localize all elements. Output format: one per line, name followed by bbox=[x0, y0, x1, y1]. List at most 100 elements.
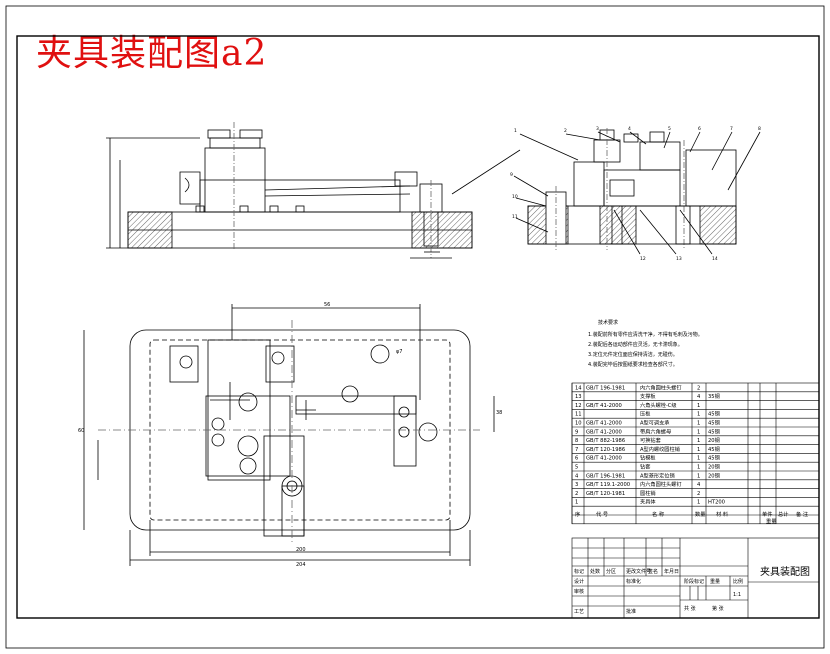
bom-cell-no: 12 bbox=[575, 403, 582, 409]
tb-mark: 标记 bbox=[574, 568, 584, 575]
bom-header-wt: 重量 bbox=[766, 517, 776, 525]
bom-cell-mat: 45钢 bbox=[708, 454, 720, 462]
bom-cell-qty: 1 bbox=[697, 465, 700, 471]
callout-11: 11 bbox=[512, 214, 518, 220]
bom-header-no: 序 bbox=[575, 510, 580, 518]
bom-cell-qty: 1 bbox=[697, 412, 700, 418]
callout-1: 1 bbox=[514, 128, 517, 134]
bom-cell-no: 4 bbox=[575, 473, 579, 479]
tb-count: 处数 bbox=[590, 568, 600, 575]
tb-sheet: 第 张 bbox=[712, 605, 724, 612]
bom-header-mat: 材 料 bbox=[716, 510, 728, 518]
callout-6: 6 bbox=[698, 126, 701, 132]
bom-cell-qty: 1 bbox=[697, 447, 700, 453]
bom-header-remark: 备 注 bbox=[796, 510, 808, 518]
bom-cell-no: 13 bbox=[575, 394, 582, 400]
bom-cell-std: GB/T 119.1-2000 bbox=[586, 482, 630, 488]
tb-date: 年月日 bbox=[664, 568, 679, 575]
bom-cell-mat: 20钢 bbox=[708, 471, 720, 479]
bom-cell-qty: 1 bbox=[697, 421, 700, 427]
bom-cell-no: 1 bbox=[575, 500, 578, 506]
outer-border bbox=[5, 5, 825, 649]
callout-5: 5 bbox=[668, 126, 671, 132]
tech-requirements: 技术要求 1.装配前所有零件应清洗干净，不得有毛刺及污物。 2.装配后各运动部件… bbox=[588, 319, 703, 368]
bom-cell-std: GB/T 882-1986 bbox=[586, 438, 625, 444]
bom-cell-no: 10 bbox=[575, 421, 582, 427]
bom-cell-name: A型内螺纹圆柱销 bbox=[640, 445, 680, 453]
bom-header-std: 代 号 bbox=[596, 510, 608, 518]
dim-hole: φ7 bbox=[396, 349, 402, 355]
dim-w1: 204 bbox=[296, 562, 306, 568]
inner-border bbox=[16, 35, 820, 619]
bom-cell-qty: 1 bbox=[697, 473, 700, 479]
bom-cell-std: GB/T 41-2000 bbox=[586, 456, 622, 462]
front-view bbox=[106, 122, 473, 259]
tech-line-4: 4.装配完毕后按图纸要求检查各部尺寸。 bbox=[588, 361, 678, 368]
bom-cell-qty: 1 bbox=[697, 403, 700, 409]
side-view bbox=[451, 128, 761, 255]
bom-cell-no: 9 bbox=[575, 429, 578, 435]
bom-cell-mat: 45钢 bbox=[708, 427, 720, 435]
callout-7: 7 bbox=[730, 126, 733, 132]
tech-line-2: 2.装配后各运动部件应灵活，无卡滞现象。 bbox=[588, 341, 683, 348]
callout-9: 9 bbox=[510, 172, 513, 178]
tb-stage: 阶段标记 bbox=[684, 578, 704, 585]
bom-cell-name: 内六角圆柱头螺钉 bbox=[640, 480, 682, 488]
bom-cell-std: GB/T 120-1986 bbox=[586, 447, 625, 453]
bom-cell-qty: 1 bbox=[697, 500, 700, 506]
bom-cell-name: 六角头螺栓-C级 bbox=[640, 401, 677, 409]
bom-cell-qty: 1 bbox=[697, 456, 700, 462]
dim-w2: 200 bbox=[296, 547, 306, 553]
callout-8: 8 bbox=[758, 126, 761, 132]
bom-cell-name: 带肩六角螺母 bbox=[640, 427, 671, 435]
bom-cell-name: 圆柱销 bbox=[640, 489, 656, 497]
drawing-title: 夹具装配图a2 bbox=[36, 33, 268, 74]
callout-12: 12 bbox=[640, 256, 646, 262]
bom-cell-mat: 45钢 bbox=[708, 410, 720, 418]
bom-cell-name: A型可调支承 bbox=[640, 419, 670, 427]
tb-zone: 分区 bbox=[606, 568, 616, 575]
top-view bbox=[83, 304, 495, 566]
callout-13: 13 bbox=[676, 256, 682, 262]
bom-cell-no: 6 bbox=[575, 456, 578, 462]
bom-cell-qty: 2 bbox=[697, 385, 700, 391]
bom-cell-qty: 1 bbox=[697, 438, 700, 444]
bom-cell-mat: 20钢 bbox=[708, 436, 720, 444]
bom-cell-no: 2 bbox=[575, 491, 578, 497]
bom-cell-std: GB/T 41-2000 bbox=[586, 429, 622, 435]
bom-cell-name: A型菱形定位销 bbox=[640, 471, 675, 479]
title-block-text: 夹具装配图 标记 处数 分区 更改文件号 签名 年月日 设计 标准化 阶段标记 … bbox=[574, 565, 810, 615]
bom-cell-no: 7 bbox=[575, 447, 578, 453]
dim-top: 56 bbox=[324, 302, 330, 308]
tb-scale: 比例 bbox=[733, 578, 743, 585]
bom-cell-qty: 4 bbox=[697, 482, 701, 488]
bom-cell-name: 内六角圆柱头螺钉 bbox=[640, 383, 682, 391]
bom-cell-std: GB/T 41-2000 bbox=[586, 403, 622, 409]
callout-2: 2 bbox=[564, 128, 567, 134]
bom-cell-mat: 35钢 bbox=[708, 392, 720, 400]
bom-cell-std: GB/T 196-1981 bbox=[586, 473, 625, 479]
bom-cell-name: 钻模板 bbox=[640, 454, 656, 462]
bom-cell-std: GB/T 41-2000 bbox=[586, 421, 622, 427]
bom-cell-mat: 20钢 bbox=[708, 463, 720, 471]
callout-10: 10 bbox=[512, 194, 518, 200]
tb-weight: 重量 bbox=[710, 578, 720, 585]
drawing-name: 夹具装配图 bbox=[760, 565, 810, 578]
tech-line-1: 1.装配前所有零件应清洗干净，不得有毛刺及污物。 bbox=[588, 331, 703, 338]
bom-cell-qty: 1 bbox=[697, 429, 700, 435]
bom-cell-no: 3 bbox=[575, 482, 578, 488]
tb-design: 设计 bbox=[574, 578, 584, 585]
bom-cell-name: 支撑板 bbox=[640, 392, 656, 400]
bom-cell-mat: 45钢 bbox=[708, 445, 720, 453]
bom-header-qty: 数量 bbox=[695, 510, 705, 518]
tb-review: 审核 bbox=[574, 588, 584, 595]
bom-cell-qty: 4 bbox=[697, 394, 701, 400]
bom-cell-mat: 45钢 bbox=[708, 419, 720, 427]
bom-cell-name: 可换钻套 bbox=[640, 436, 662, 444]
tech-heading: 技术要求 bbox=[598, 319, 618, 326]
bom-cell-std: GB/T 120-1981 bbox=[586, 491, 625, 497]
bom-cell-std: GB/T 196-1981 bbox=[586, 385, 625, 391]
